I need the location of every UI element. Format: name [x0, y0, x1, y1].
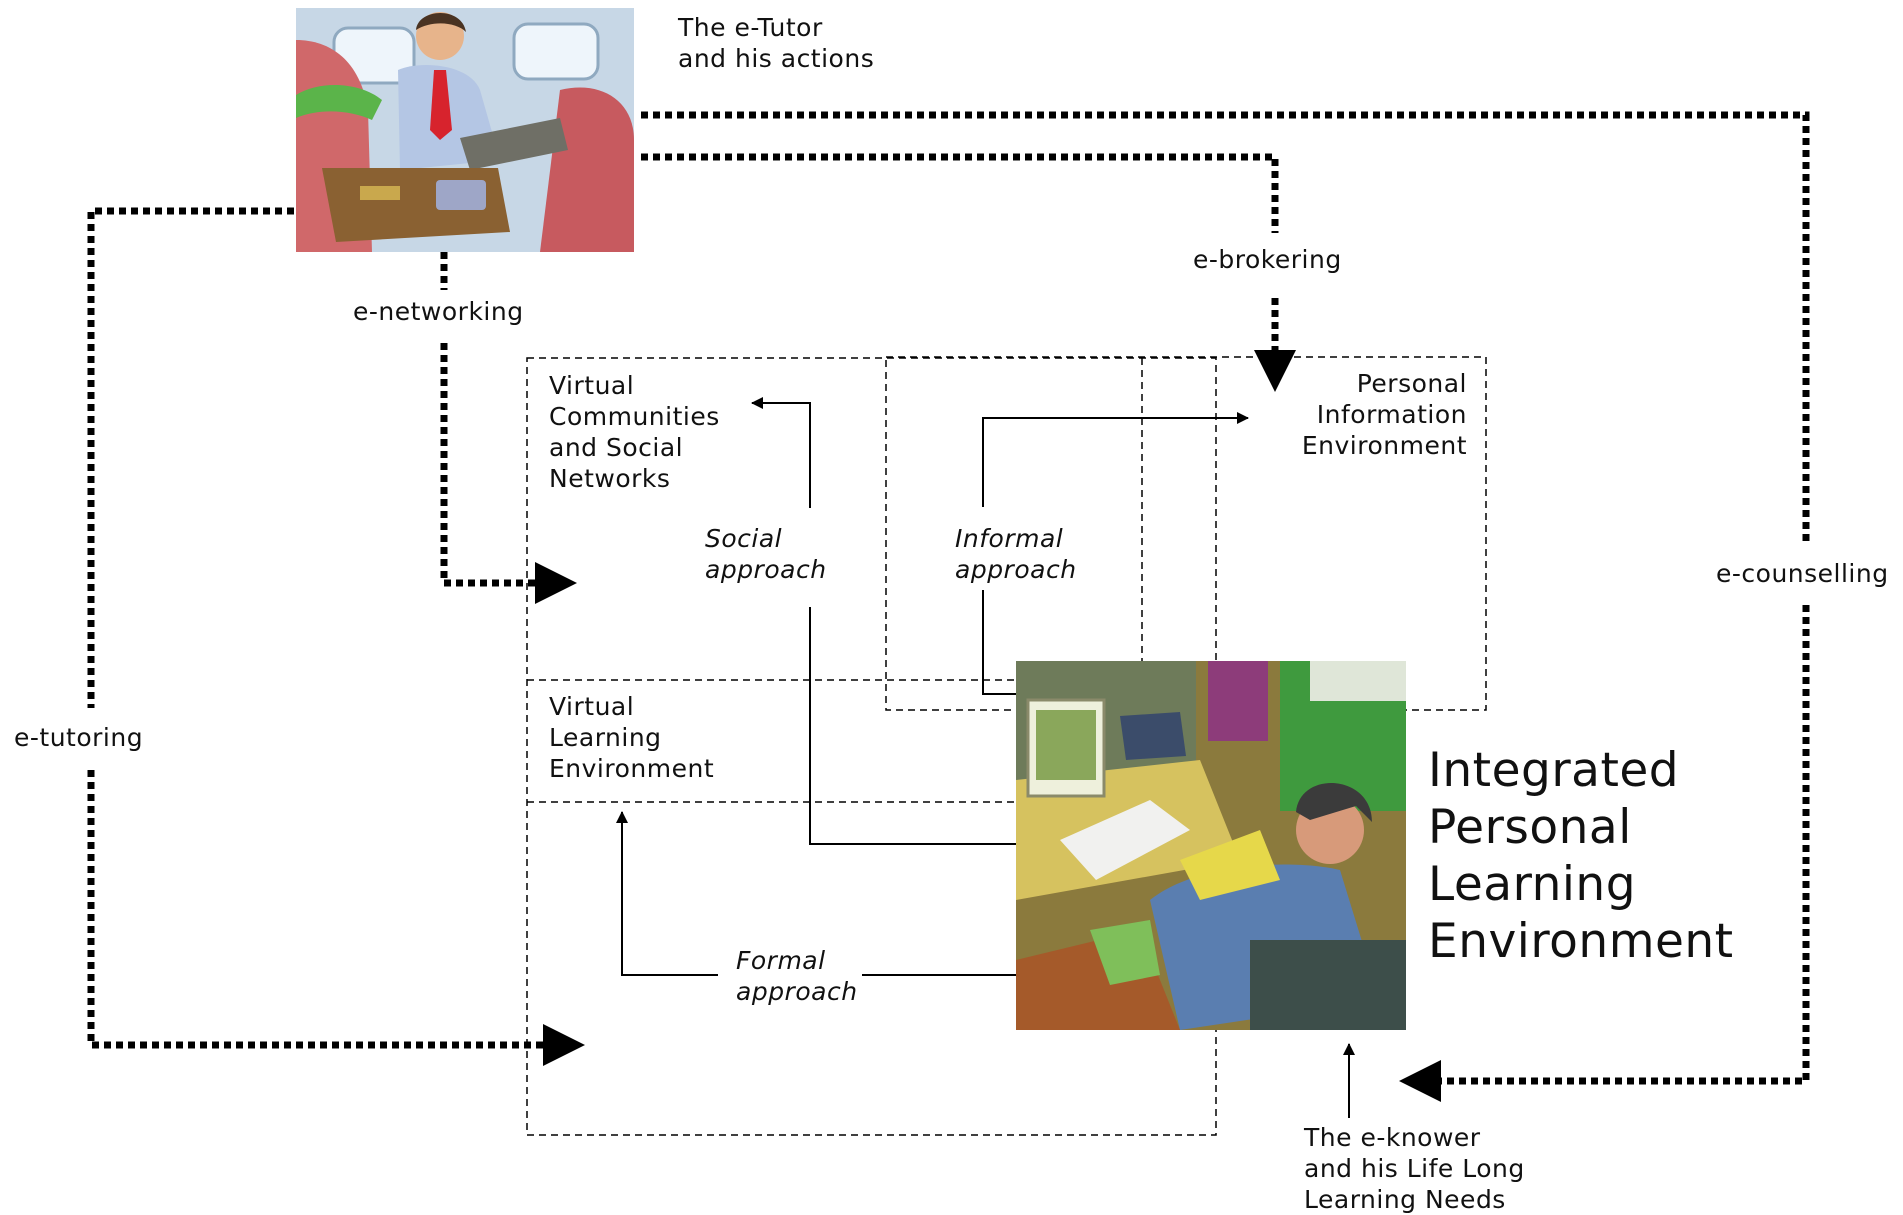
- formal-approach-label: Formal approach: [736, 946, 858, 1006]
- e-tutoring-label: e-tutoring: [14, 723, 144, 752]
- e-networking-arrow: [440, 343, 577, 604]
- e-counselling-label: e-counselling: [1716, 559, 1889, 588]
- e-tutoring-arrow-upper: [87, 207, 294, 708]
- informal-approach-line-lower: [982, 590, 1016, 695]
- informal-approach-label: Informal approach: [955, 524, 1077, 584]
- e-tutor-illustration: [296, 8, 634, 252]
- formal-approach-arrow: [616, 811, 718, 976]
- e-tutor-caption: The e-Tutor and his actions: [678, 13, 875, 73]
- e-knower-caption: The e-knower and his Life Long Learning …: [1304, 1123, 1525, 1214]
- approach-arrows: [616, 397, 1355, 1118]
- tutor-action-arrows: [87, 111, 1810, 1102]
- e-counselling-arrow-upper: [641, 111, 1810, 545]
- e-knower-illustration: [1016, 661, 1406, 1030]
- social-approach-line-lower: [809, 607, 1016, 845]
- e-counselling-arrow: [1399, 605, 1810, 1102]
- e-brokering-arrow-upper: [641, 153, 1279, 233]
- e-tutoring-arrow: [87, 770, 585, 1066]
- social-approach-label: Social approach: [705, 524, 827, 584]
- integrated-ple-title: Integrated Personal Learning Environment: [1428, 743, 1734, 969]
- informal-approach-arrow-upper: [982, 412, 1249, 507]
- social-approach-arrow-upper: [751, 397, 811, 508]
- personal-information-label: Personal Information Environment: [1301, 369, 1467, 460]
- e-networking-label: e-networking: [353, 297, 524, 326]
- virtual-communities-label: Virtual Communities and Social Networks: [549, 371, 720, 493]
- e-brokering-label: e-brokering: [1193, 245, 1342, 274]
- virtual-learning-label: Virtual Learning Environment: [549, 692, 715, 783]
